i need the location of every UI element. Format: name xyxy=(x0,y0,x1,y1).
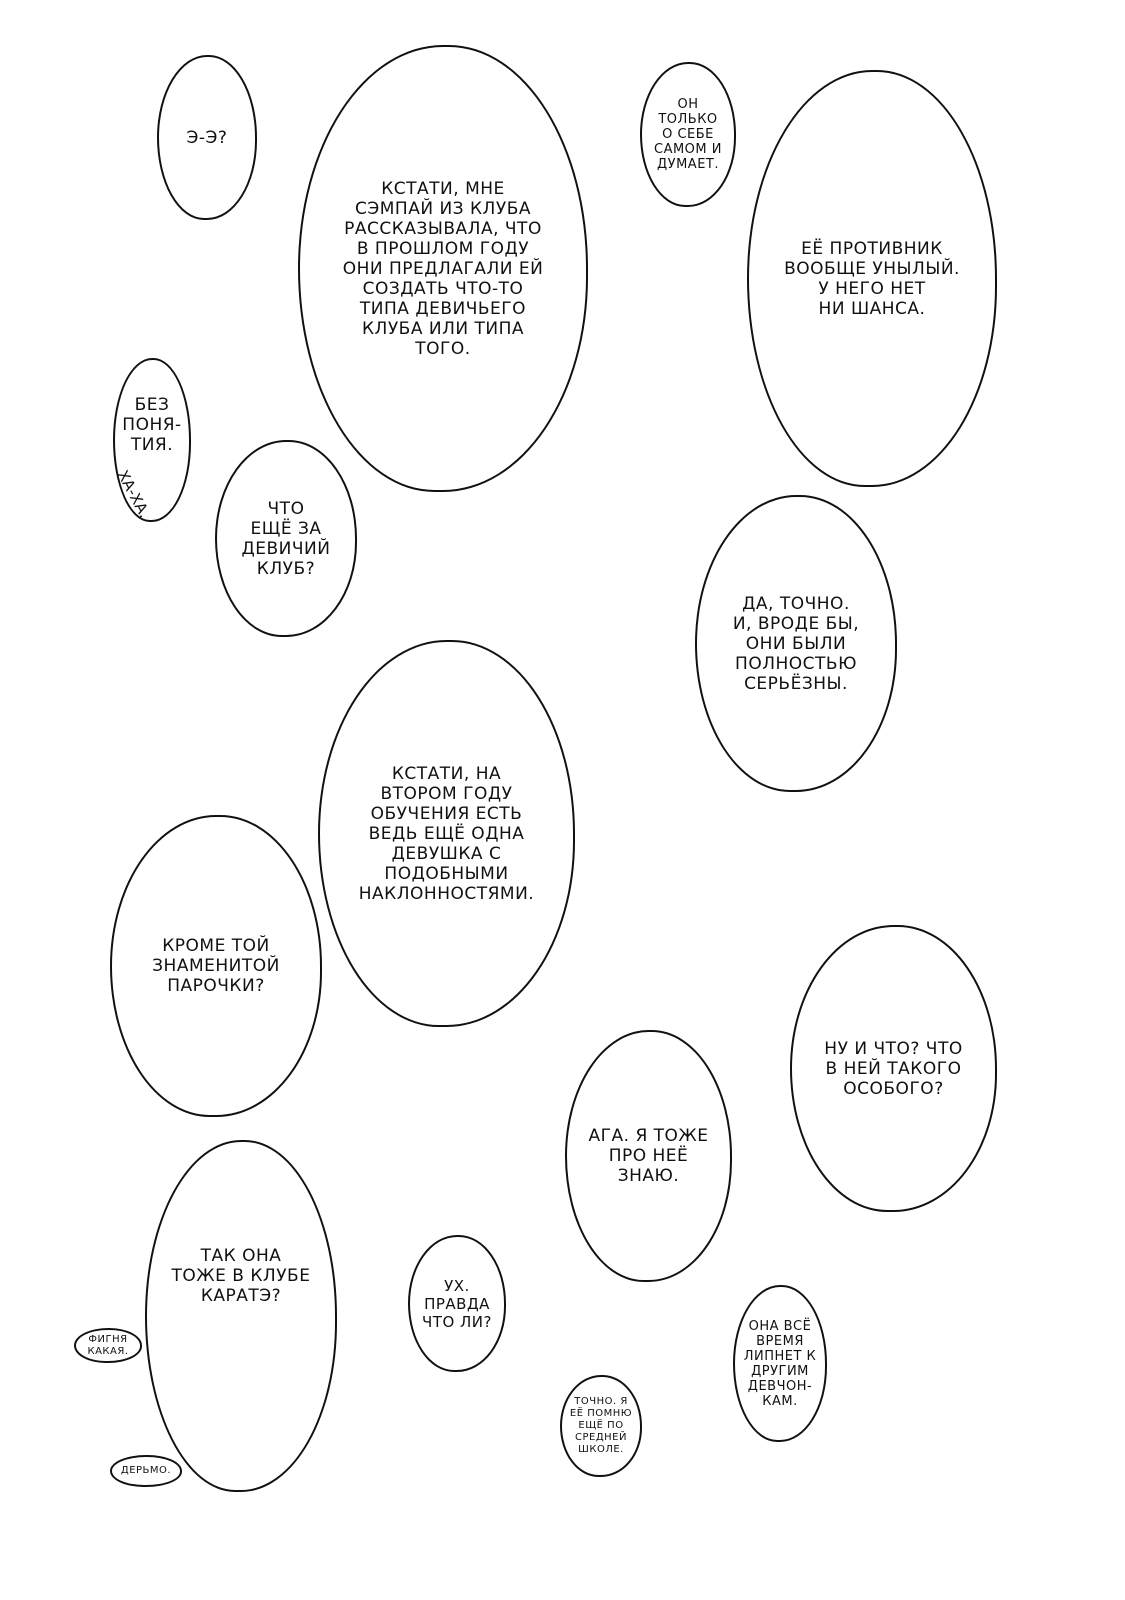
bubble-text: БЕЗ ПОНЯ- ТИЯ. xyxy=(122,395,182,455)
speech-bubble: ДА, ТОЧНО. И, ВРОДЕ БЫ, ОНИ БЫЛИ ПОЛНОСТ… xyxy=(695,495,897,792)
bubble-text: ЕЁ ПРОТИВНИК ВООБЩЕ УНЫЛЫЙ. У НЕГО НЕТ Н… xyxy=(784,238,960,319)
bubble-text: ОН ТОЛЬКО О СЕБЕ САМОМ И ДУМАЕТ. xyxy=(654,97,722,172)
bubble-text: ДА, ТОЧНО. И, ВРОДЕ БЫ, ОНИ БЫЛИ ПОЛНОСТ… xyxy=(732,593,860,694)
speech-bubble: ТАК ОНА ТОЖЕ В КЛУБЕ КАРАТЭ? xyxy=(145,1140,337,1492)
speech-bubble: ОНА ВСЁ ВРЕМЯ ЛИПНЕТ К ДРУГИМ ДЕВЧОН- КА… xyxy=(733,1285,827,1442)
bubble-text: КСТАТИ, МНЕ СЭМПАЙ ИЗ КЛУБА РАССКАЗЫВАЛА… xyxy=(342,178,544,359)
bubble-text: ТОЧНО. Я ЕЁ ПОМНЮ ЕЩЁ ПО СРЕДНЕЙ ШКОЛЕ. xyxy=(569,1396,633,1455)
speech-bubble: КСТАТИ, МНЕ СЭМПАЙ ИЗ КЛУБА РАССКАЗЫВАЛА… xyxy=(298,45,588,492)
bubble-text: ЧТО ЕЩЁ ЗА ДЕВИЧИЙ КЛУБ? xyxy=(241,498,331,579)
speech-bubble: КРОМЕ ТОЙ ЗНАМЕНИТОЙ ПАРОЧКИ? xyxy=(110,815,322,1117)
bubble-text: НУ И ЧТО? ЧТО В НЕЙ ТАКОГО ОСОБОГО? xyxy=(824,1038,963,1099)
speech-bubble: ЕЁ ПРОТИВНИК ВООБЩЕ УНЫЛЫЙ. У НЕГО НЕТ Н… xyxy=(747,70,997,487)
speech-bubble: ОН ТОЛЬКО О СЕБЕ САМОМ И ДУМАЕТ. xyxy=(640,62,736,207)
bubble-text: ТАК ОНА ТОЖЕ В КЛУБЕ КАРАТЭ? xyxy=(171,1246,311,1306)
bubble-text: ДЕРЬМО. xyxy=(120,1465,172,1476)
bubble-text: УХ. ПРАВДА ЧТО ЛИ? xyxy=(422,1276,492,1331)
bubble-text: Э-Э? xyxy=(186,127,228,148)
bubble-text: КСТАТИ, НА ВТОРОМ ГОДУ ОБУЧЕНИЯ ЕСТЬ ВЕД… xyxy=(358,763,535,904)
speech-bubble: ДЕРЬМО. xyxy=(110,1455,182,1487)
bubble-text: КРОМЕ ТОЙ ЗНАМЕНИТОЙ ПАРОЧКИ? xyxy=(152,936,280,996)
bubble-text: АГА. Я ТОЖЕ ПРО НЕЁ ЗНАЮ. xyxy=(588,1126,709,1186)
speech-bubble: ЧТО ЕЩЁ ЗА ДЕВИЧИЙ КЛУБ? xyxy=(215,440,357,637)
speech-bubble: УХ. ПРАВДА ЧТО ЛИ? xyxy=(408,1235,506,1372)
speech-bubble: НУ И ЧТО? ЧТО В НЕЙ ТАКОГО ОСОБОГО? xyxy=(790,925,997,1212)
speech-bubble: КСТАТИ, НА ВТОРОМ ГОДУ ОБУЧЕНИЯ ЕСТЬ ВЕД… xyxy=(318,640,575,1027)
speech-bubble: БЕЗ ПОНЯ- ТИЯ. xyxy=(113,358,191,522)
bubble-text: ОНА ВСЁ ВРЕМЯ ЛИПНЕТ К ДРУГИМ ДЕВЧОН- КА… xyxy=(743,1318,817,1409)
bubble-text: ФИГНЯ КАКАЯ. xyxy=(87,1333,129,1357)
speech-bubble: ТОЧНО. Я ЕЁ ПОМНЮ ЕЩЁ ПО СРЕДНЕЙ ШКОЛЕ. xyxy=(560,1375,642,1477)
speech-bubble: Э-Э? xyxy=(157,55,257,220)
speech-bubble: ФИГНЯ КАКАЯ. xyxy=(74,1328,142,1363)
speech-bubble: АГА. Я ТОЖЕ ПРО НЕЁ ЗНАЮ. xyxy=(565,1030,732,1282)
